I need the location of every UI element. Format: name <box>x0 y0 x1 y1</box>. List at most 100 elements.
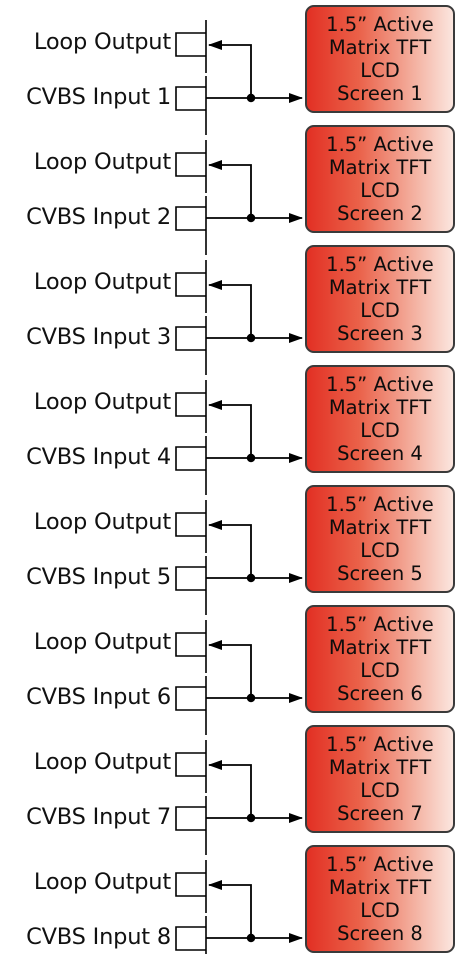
cvbs-input-connector-icon <box>175 676 207 735</box>
channel-5: Loop Output CVBS Input 5 <box>0 479 458 615</box>
loop-branch-line <box>208 40 252 98</box>
channel-4: Loop Output CVBS Input 4 <box>0 359 458 495</box>
screen-line-1: 1.5” Active <box>326 613 434 636</box>
screen-line-2: Matrix TFT <box>328 276 432 299</box>
screen-line-2: Matrix TFT <box>328 36 432 59</box>
loop-branch-line <box>208 280 252 338</box>
screen-line-4: Screen 7 <box>337 802 423 825</box>
loop-branch-line <box>208 880 252 938</box>
cvbs-input-connector-icon <box>175 316 207 375</box>
cvbs-input-label: CVBS Input 3 <box>26 324 171 350</box>
junction-dot <box>246 333 256 343</box>
screen-line-3: LCD <box>360 659 400 682</box>
screen-line-2: Matrix TFT <box>328 876 432 899</box>
screen-line-3: LCD <box>360 779 400 802</box>
screen-line-4: Screen 8 <box>337 922 423 945</box>
cvbs-input-label: CVBS Input 6 <box>26 684 171 710</box>
screen-line-2: Matrix TFT <box>328 636 432 659</box>
lcd-screen-box: 1.5” Active Matrix TFT LCD Screen 4 <box>305 365 455 473</box>
screen-line-1: 1.5” Active <box>326 493 434 516</box>
loop-output-label: Loop Output <box>33 389 171 415</box>
junction-dot <box>246 453 256 463</box>
channel-3: Loop Output CVBS Input 3 <box>0 239 458 375</box>
junction-dot <box>246 693 256 703</box>
channel-2: Loop Output CVBS Input 2 <box>0 119 458 255</box>
connection-wiring <box>175 620 303 735</box>
loop-branch-line <box>208 160 252 218</box>
loop-output-connector-icon <box>175 620 207 673</box>
loop-output-label: Loop Output <box>33 29 171 55</box>
screen-line-1: 1.5” Active <box>326 133 434 156</box>
lcd-screen-box: 1.5” Active Matrix TFT LCD Screen 1 <box>305 5 455 113</box>
screen-line-1: 1.5” Active <box>326 733 434 756</box>
screen-line-2: Matrix TFT <box>328 396 432 419</box>
loop-branch-line <box>208 760 252 818</box>
cvbs-input-connector-icon <box>175 796 207 855</box>
lcd-screen-box: 1.5” Active Matrix TFT LCD Screen 3 <box>305 245 455 353</box>
cvbs-input-label: CVBS Input 2 <box>26 204 171 230</box>
loop-branch-line <box>208 520 252 578</box>
screen-line-2: Matrix TFT <box>328 516 432 539</box>
junction-dot <box>246 813 256 823</box>
screen-line-4: Screen 6 <box>337 682 423 705</box>
screen-line-3: LCD <box>360 539 400 562</box>
loop-output-connector-icon <box>175 20 207 73</box>
junction-dot <box>246 213 256 223</box>
channel-1: Loop Output CVBS Input 1 <box>0 0 458 135</box>
connection-wiring <box>175 20 303 135</box>
cvbs-input-label: CVBS Input 8 <box>26 924 171 950</box>
channel-8: Loop Output CVBS Input 8 <box>0 839 458 954</box>
connection-wiring <box>175 380 303 495</box>
screen-line-2: Matrix TFT <box>328 156 432 179</box>
screen-line-2: Matrix TFT <box>328 756 432 779</box>
cvbs-input-label: CVBS Input 1 <box>26 84 171 110</box>
loop-output-connector-icon <box>175 860 207 913</box>
loop-output-label: Loop Output <box>33 869 171 895</box>
screen-line-4: Screen 4 <box>337 442 423 465</box>
loop-output-label: Loop Output <box>33 749 171 775</box>
screen-line-1: 1.5” Active <box>326 13 434 36</box>
screen-line-3: LCD <box>360 179 400 202</box>
lcd-screen-box: 1.5” Active Matrix TFT LCD Screen 8 <box>305 845 455 953</box>
screen-line-4: Screen 2 <box>337 202 423 225</box>
loop-output-connector-icon <box>175 740 207 793</box>
loop-output-connector-icon <box>175 260 207 313</box>
screen-line-3: LCD <box>360 899 400 922</box>
cvbs-input-connector-icon <box>175 916 207 954</box>
cvbs-input-label: CVBS Input 7 <box>26 804 171 830</box>
screen-line-4: Screen 5 <box>337 562 423 585</box>
screen-line-3: LCD <box>360 299 400 322</box>
loop-output-connector-icon <box>175 140 207 193</box>
screen-line-4: Screen 3 <box>337 322 423 345</box>
lcd-screen-box: 1.5” Active Matrix TFT LCD Screen 5 <box>305 485 455 593</box>
loop-output-label: Loop Output <box>33 269 171 295</box>
junction-dot <box>246 933 256 943</box>
connection-wiring <box>175 860 303 954</box>
cvbs-input-connector-icon <box>175 196 207 255</box>
channel-7: Loop Output CVBS Input 7 <box>0 719 458 855</box>
channel-6: Loop Output CVBS Input 6 <box>0 599 458 735</box>
screen-line-1: 1.5” Active <box>326 373 434 396</box>
lcd-screen-box: 1.5” Active Matrix TFT LCD Screen 2 <box>305 125 455 233</box>
loop-output-label: Loop Output <box>33 509 171 535</box>
cvbs-input-connector-icon <box>175 556 207 615</box>
cvbs-input-label: CVBS Input 5 <box>26 564 171 590</box>
screen-line-3: LCD <box>360 419 400 442</box>
lcd-screen-box: 1.5” Active Matrix TFT LCD Screen 7 <box>305 725 455 833</box>
connection-wiring <box>175 140 303 255</box>
screen-line-1: 1.5” Active <box>326 853 434 876</box>
screen-line-4: Screen 1 <box>337 82 423 105</box>
connection-wiring <box>175 740 303 855</box>
cvbs-input-label: CVBS Input 4 <box>26 444 171 470</box>
loop-branch-line <box>208 640 252 698</box>
connection-wiring <box>175 500 303 615</box>
junction-dot <box>246 573 256 583</box>
lcd-screen-box: 1.5” Active Matrix TFT LCD Screen 6 <box>305 605 455 713</box>
loop-output-label: Loop Output <box>33 149 171 175</box>
screen-line-1: 1.5” Active <box>326 253 434 276</box>
loop-output-label: Loop Output <box>33 629 171 655</box>
screen-line-3: LCD <box>360 59 400 82</box>
junction-dot <box>246 93 256 103</box>
cvbs-input-connector-icon <box>175 436 207 495</box>
